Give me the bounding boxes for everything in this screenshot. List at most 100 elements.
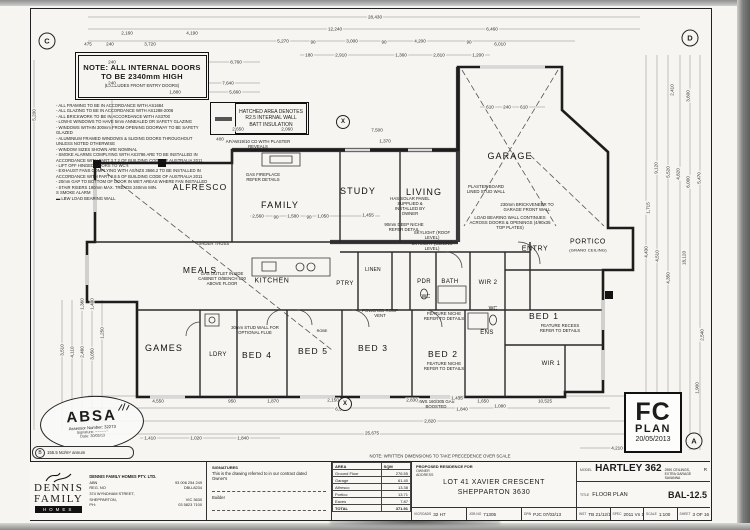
annotation-gas-fireplace: GAS FIREPLACE REFER DETAILS [245,172,281,183]
room-label-bed2: BED 2 [427,349,459,359]
bird-icon [45,472,72,483]
area-row-value: 7.87 [380,497,412,505]
dim-label: 2,460 [79,345,85,359]
absa-burst-icon [117,403,130,411]
area-row-value: 61.40 [380,476,412,484]
dim-label: 4,820 [675,167,681,181]
dim-label: 5,200 [31,108,37,122]
room-label-meals: MEALS [182,265,218,275]
room-label-family: FAMILY [261,200,299,210]
dim-label: 240 [107,80,117,86]
room-label-wir1: WIR 1 [541,361,561,367]
room-label-laundry: LDRY [209,352,227,358]
drawing-title: FLOOR PLAN [592,491,628,498]
room-label-alfresco: ALFRESCO [172,182,228,192]
dim-label: 4,190 [185,30,199,36]
vicroads-value: 32 H7 [433,511,446,517]
dim-label: 4,550 [151,398,165,404]
dim-label: 3,600 [685,89,691,103]
dimensions-precedence-note: NOTE: WRITTEN DIMENSIONS TO TAKE PRECEDE… [367,453,513,459]
dim-label: 7,640 [221,80,235,86]
dim-label: 28,430 [366,14,384,20]
owner-field-label: OWNER [416,469,430,473]
area-row-label: Eaves [332,497,382,505]
wst-value: TB 21/12/12 [588,511,609,517]
note-item: - ALL GLAZING TO BE IN ACCORDANCE WITH A… [56,108,174,114]
dim-label: 90 [465,39,473,45]
dim-label: 1,360 [394,52,408,58]
dim-label: 6,000 [685,175,691,189]
room-label-wc-a: WC [421,294,431,300]
room-label-ensuite: ENS [480,330,494,336]
builder-label: Builder [212,495,226,500]
room-label-living: LIVING [405,187,443,197]
note-item: - 20mm GAP TO BOTTOM OF DOOR IN WET AREA… [56,179,208,185]
model-spec-line2: SAVANNA [664,476,681,481]
signatures-heading: SIGNATURES [212,465,238,470]
note-item: - EXHAUST FANS COMPLYING WITH AS/NZS 366… [56,168,203,179]
logo-text-dennis: DENNIS [34,482,84,494]
area-row-label: Garage [332,476,382,484]
note-item-smoke-alarm: S SMOKE ALARM [56,190,91,196]
annotation-girder-truss: GIRDER TRUSS [196,241,230,246]
dim-label: 1,840 [455,406,469,412]
dim-label: 1,840 [236,435,250,441]
job-number: 71305 [483,511,497,517]
dim-label: 25,675 [363,430,381,436]
builder-signature-line [212,502,326,511]
room-label-study: STUDY [339,186,377,196]
dim-label: 1,650 [476,398,490,404]
company-street: 374 WYNDHAM STREET, [89,491,135,497]
drawn-label: DRN [524,512,532,516]
dim-label: 5,270 [276,38,290,44]
drawn-value: PJC 07/03/13 [533,511,561,517]
dennis-family-logo: DENNIS FAMILY HOMES [34,469,83,513]
note-item: - ALL FRAMING TO BE IN ACCORDANCE WITH A… [56,103,164,108]
absa-date: Date: 30/05/13 [80,432,106,439]
rating-badge: B [35,447,45,458]
legend-line1: HATCHED AREA DENOTES [239,109,303,116]
scan-edge-bottom [0,523,750,530]
dim-label: 5,520 [665,165,671,179]
stamp-code: FC [635,397,671,426]
legend-line3: BATT INSULATION [249,121,293,128]
dim-label: 6,010 [493,41,507,47]
drawing-border [30,8,712,521]
dim-label: 1,250 [99,326,105,340]
note-title-line1: NOTE: ALL INTERNAL DOORS [83,63,201,73]
dim-label: 4,430 [643,245,649,259]
dim-label: 1,435 [450,395,464,401]
title-block: DENNIS FAMILY HOMES DENNIS FAMILY HOMES … [30,461,710,520]
dim-label: 2,650 [231,126,245,132]
dim-label: 240 [105,41,115,47]
dim-label: 1,200 [471,52,485,58]
spec-value: 2011 Vn 1.3 [623,511,644,517]
area-col-header: AREA [332,462,382,470]
dim-label: 1,870 [266,398,280,404]
rating-value: 155.5 MJ/m² annum [47,450,86,455]
model-name: HARTLEY 362 [595,463,662,474]
dim-label: 7,500 [370,127,384,133]
dim-label: 5,660 [228,89,242,95]
dim-label: 2,830 [405,397,419,403]
marker-letter: X [342,401,347,407]
dim-label: 400 [215,136,225,142]
dim-label: 1,400 [89,297,95,311]
room-label-wc-b: WC [488,306,498,312]
dim-label: 4,350 [665,271,671,285]
annotation-hws: HWS 160/305 GAS BOOSTED [417,399,455,410]
general-notes-list: - ALL FRAMING TO BE IN ACCORDANCE WITH A… [56,103,208,201]
dim-label: 180 [304,52,314,58]
note-item: - ALUMINIUM FRAMED WINDOWS & SLIDING DOO… [56,135,193,147]
sqm-col-header: SQM [380,462,412,470]
scan-edge-right [737,0,750,530]
reg-label: REG. NO [89,485,106,491]
company-state: VIC 3630 [185,496,202,502]
grid-marker-a: A [685,432,703,450]
annotation-plaster-stud-wall: PLASTER BOARD LINED STUD WALL [466,184,506,195]
dim-label: 2,910 [334,52,348,58]
dim-label: 3,720 [143,41,157,47]
dim-label: 3,000 [345,38,359,44]
